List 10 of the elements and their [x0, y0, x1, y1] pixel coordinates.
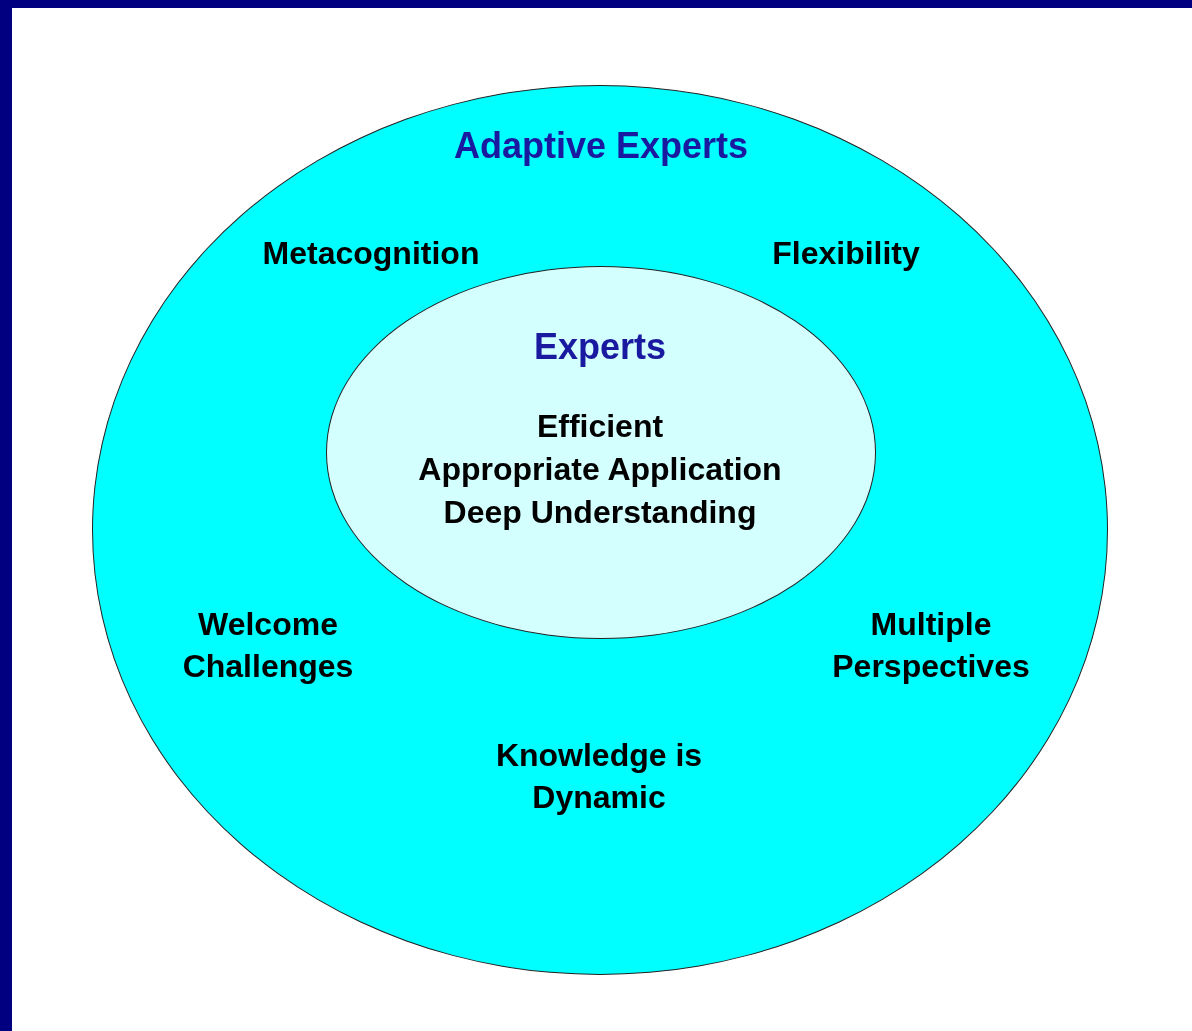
trait-label: Multiple Perspectives [831, 605, 1031, 686]
trait-label: Welcome Challenges [181, 605, 355, 686]
trait-label: Flexibility [771, 234, 921, 274]
trait-label: Efficient [535, 407, 665, 447]
heading-text: Experts [532, 324, 668, 369]
heading-text: Adaptive Experts [452, 123, 750, 168]
trait-label: Deep Understanding [442, 493, 758, 533]
trait-label: Appropriate Application [417, 450, 783, 490]
trait-label: Knowledge is Dynamic [494, 736, 704, 817]
trait-label: Metacognition [261, 234, 481, 274]
